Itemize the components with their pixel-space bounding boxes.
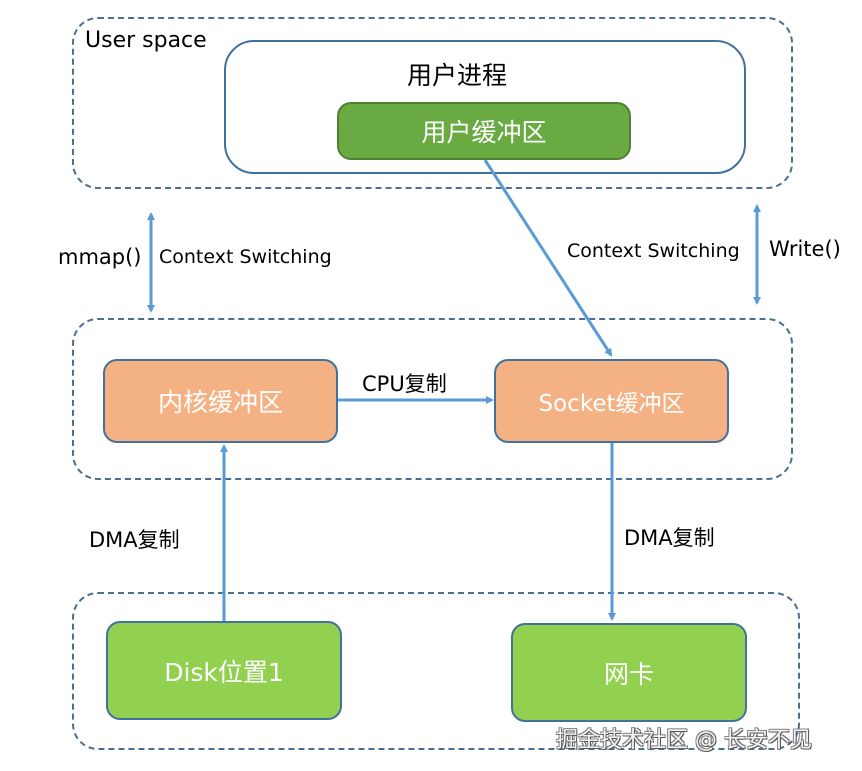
user-to-socket-arrow [483, 159, 613, 357]
kernel-buffer-node: 内核缓冲区 [103, 359, 338, 443]
user-space-label: User space [85, 28, 207, 53]
mmap-label: mmap() [58, 245, 142, 269]
user-process-label: 用户进程 [407, 61, 508, 90]
socket-buffer-label: Socket缓冲区 [538, 391, 685, 417]
watermark: 掘金技术社区 @ 长安不见 [556, 728, 812, 753]
disk-node: Disk位置1 [106, 621, 342, 720]
nic-node: 网卡 [511, 623, 747, 722]
user-buffer-label: 用户缓冲区 [421, 118, 547, 147]
dma-copy-left-label: DMA复制 [89, 528, 180, 552]
cpu-copy-label: CPU复制 [362, 372, 447, 396]
hardware-region [72, 592, 800, 750]
context-switching-right-label: Context Switching [567, 240, 740, 262]
user-buffer-node: 用户缓冲区 [337, 102, 631, 160]
dma-copy-right-label: DMA复制 [624, 526, 715, 550]
write-label: Write() [769, 237, 841, 261]
socket-buffer-node: Socket缓冲区 [494, 359, 729, 443]
kernel-buffer-label: 内核缓冲区 [157, 388, 283, 417]
nic-label: 网卡 [603, 659, 654, 689]
kernel-space-region [72, 318, 793, 480]
user-space-region [72, 17, 793, 189]
disk-label: Disk位置1 [164, 657, 284, 687]
context-switching-left-label: Context Switching [159, 246, 332, 268]
